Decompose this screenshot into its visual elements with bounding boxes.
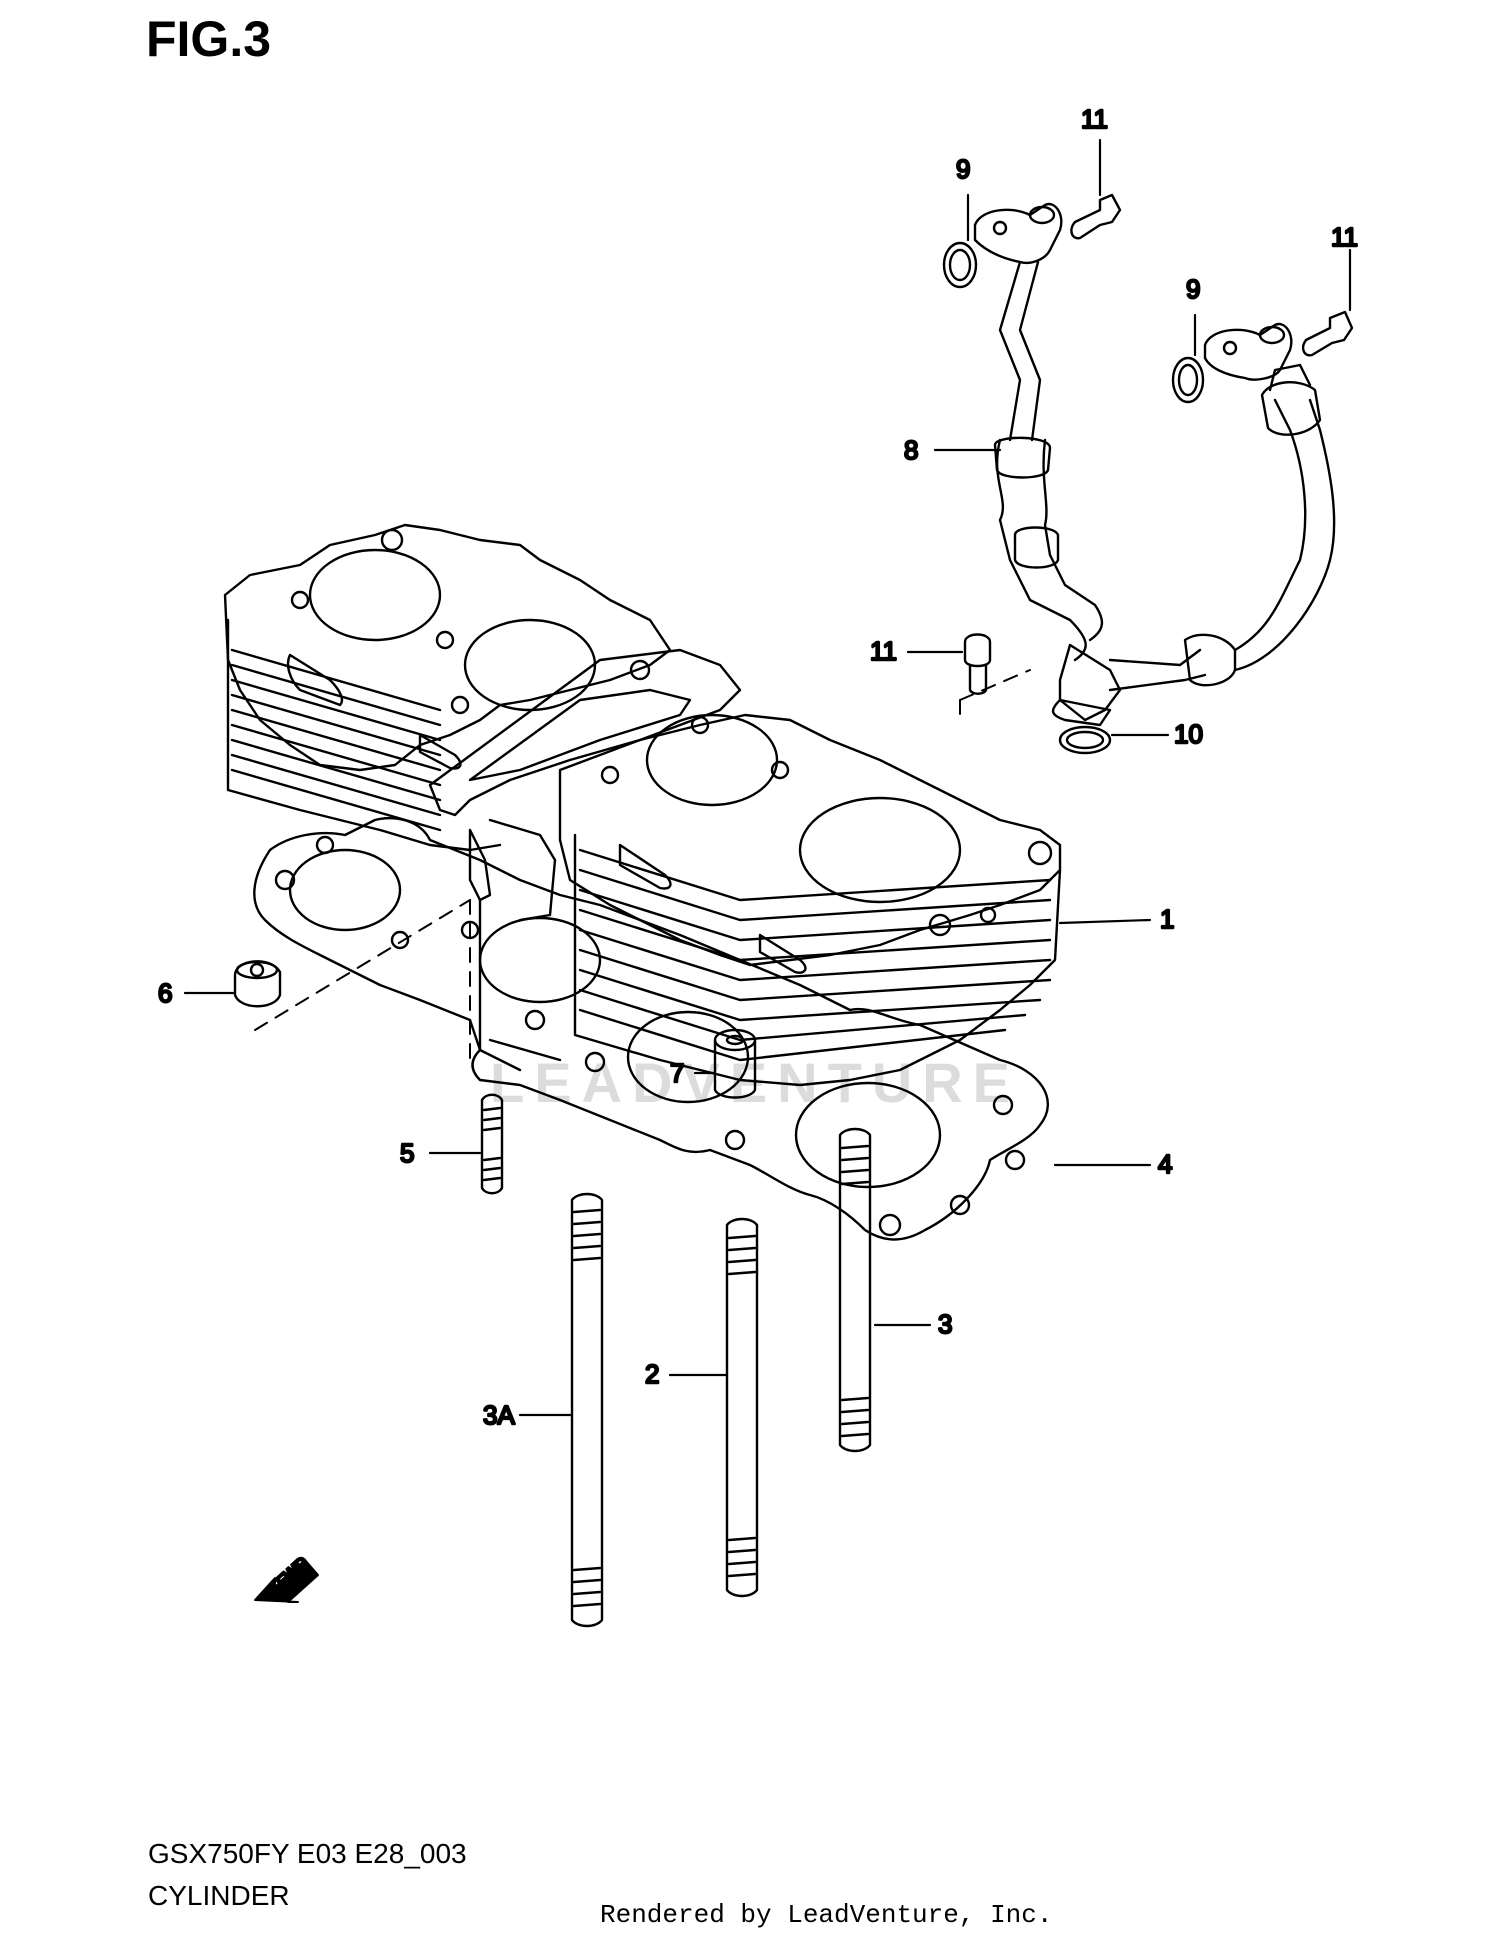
callout-10: 10 bbox=[1174, 719, 1203, 749]
o-rings bbox=[942, 241, 1205, 404]
figure-title: FIG.3 bbox=[146, 11, 272, 67]
callout-4: 4 bbox=[1158, 1149, 1172, 1179]
cylinder-base-gasket bbox=[253, 817, 1050, 1241]
short-stud bbox=[480, 1093, 504, 1195]
cylinder-nut bbox=[233, 960, 282, 1008]
oil-hose bbox=[973, 202, 1336, 727]
gasket-ring bbox=[1058, 725, 1112, 755]
callout-7: 7 bbox=[670, 1058, 684, 1088]
long-stud-3 bbox=[838, 1127, 872, 1453]
callout-labels: 11 9 11 9 8 11 10 1 6 7 5 4 3 2 3A bbox=[157, 103, 1359, 1431]
callout-8: 8 bbox=[904, 435, 918, 465]
callout-3: 3 bbox=[938, 1309, 952, 1339]
leader-lines bbox=[183, 138, 1352, 1417]
callout-1: 1 bbox=[1160, 904, 1174, 934]
callout-6: 6 bbox=[158, 978, 172, 1008]
long-stud-2 bbox=[725, 1217, 759, 1598]
model-code: GSX750FY E03 E28_003 bbox=[148, 1838, 467, 1869]
forward-direction-arrow: FWD bbox=[254, 1553, 319, 1603]
callout-11: 11 bbox=[1331, 222, 1358, 252]
callout-11: 11 bbox=[1081, 104, 1108, 134]
watermark: LEADVENTURE bbox=[490, 1051, 1021, 1114]
callout-11: 11 bbox=[870, 636, 897, 666]
section-name: CYLINDER bbox=[148, 1880, 290, 1911]
union-bolts bbox=[963, 193, 1354, 695]
callout-3a: 3A bbox=[483, 1400, 515, 1430]
callout-2: 2 bbox=[645, 1359, 659, 1389]
dowel-pin bbox=[713, 1028, 757, 1099]
callout-9: 9 bbox=[1186, 274, 1200, 304]
long-stud-3a bbox=[570, 1192, 604, 1628]
callout-5: 5 bbox=[400, 1138, 414, 1168]
cylinder-block bbox=[223, 523, 1062, 1087]
alignment-lines bbox=[254, 669, 1031, 1061]
callout-9: 9 bbox=[956, 154, 970, 184]
render-credit: Rendered by LeadVenture, Inc. bbox=[600, 1900, 1053, 1930]
